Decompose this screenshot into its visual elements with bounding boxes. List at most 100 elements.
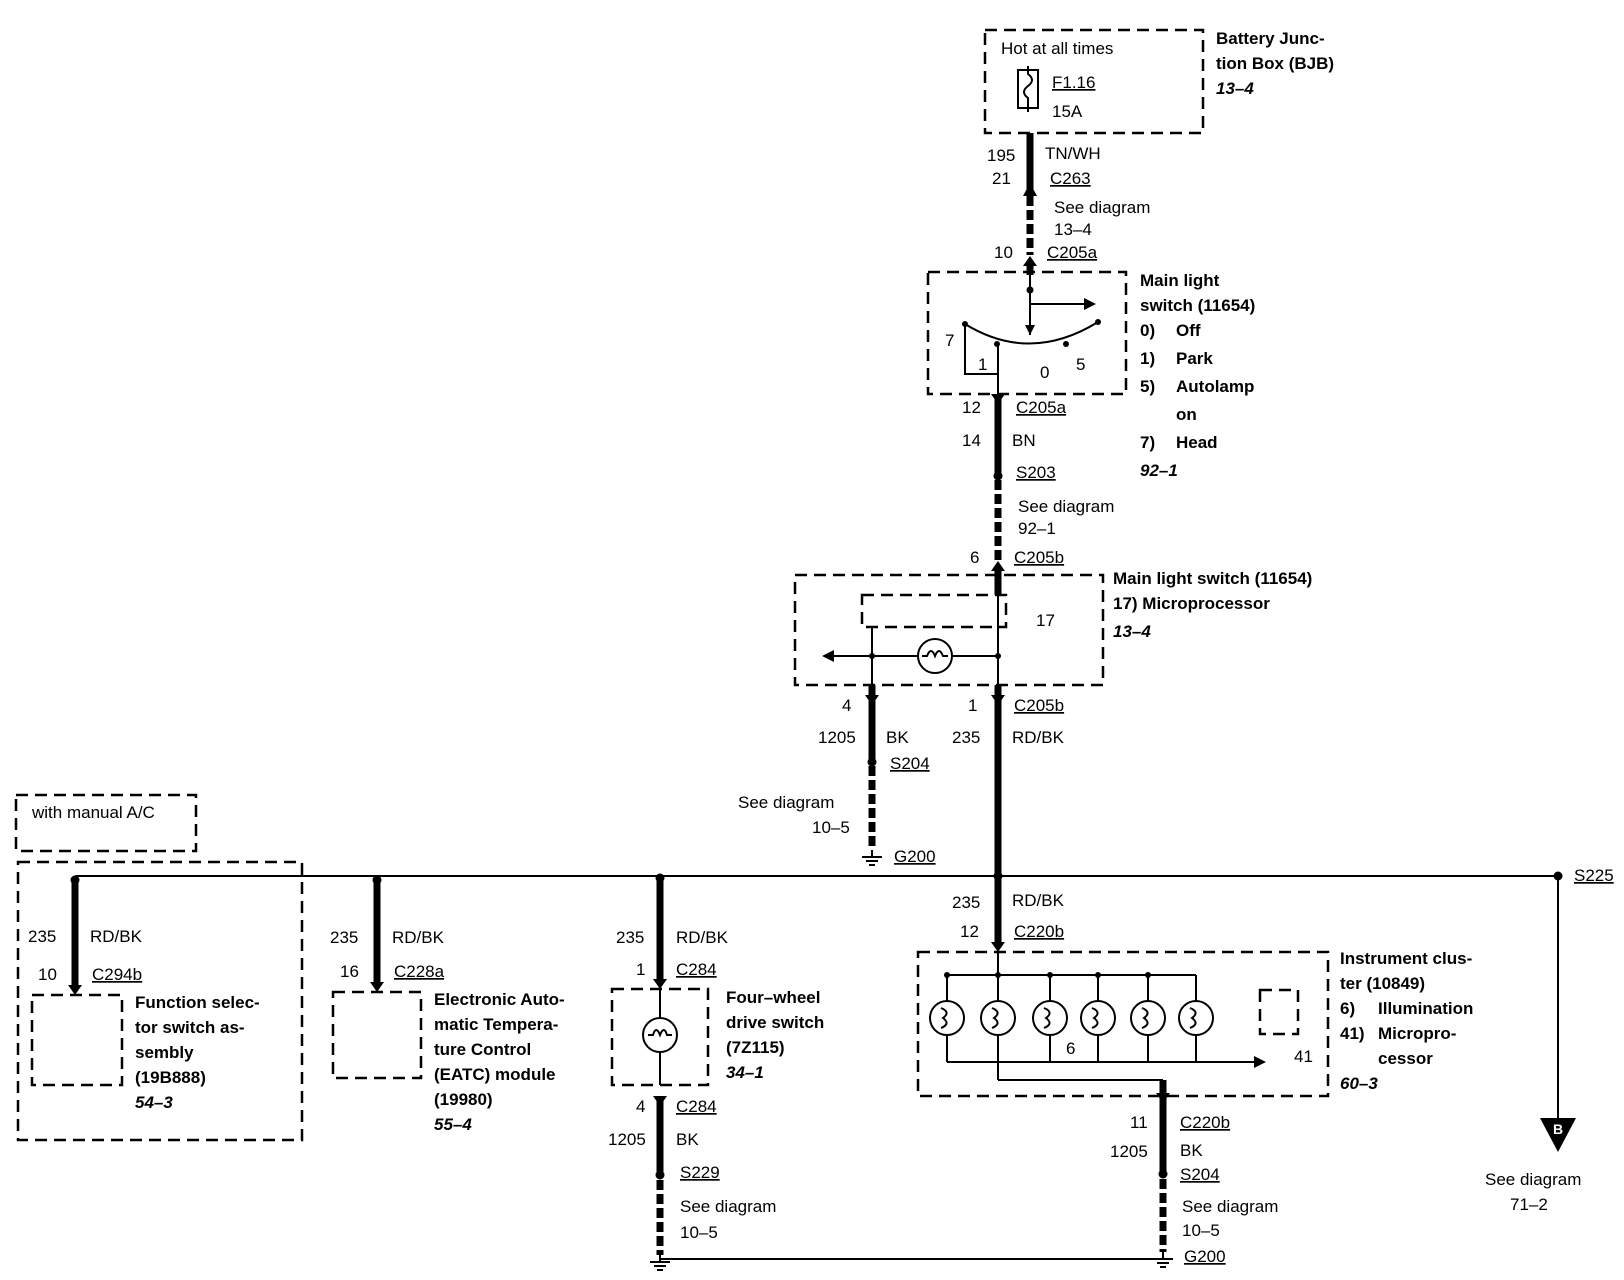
- eatc-t2: matic Tempera-: [434, 1015, 558, 1034]
- fwd-t2: drive switch: [726, 1013, 824, 1032]
- battery-junction-box: Hot at all times F1.16 15A Battery Junc-…: [983, 28, 1334, 135]
- splice-s229-dot: [655, 1170, 665, 1180]
- ic-lamp-3: [1032, 972, 1068, 1062]
- mls-n5: 5: [1076, 355, 1085, 374]
- mls-arc: [964, 321, 1099, 345]
- micro-left-arrow-icon: [822, 650, 834, 662]
- ic-lamp-6: [1178, 975, 1214, 1062]
- fwd-color2: BK: [676, 1130, 699, 1149]
- ic-splice: S204: [1180, 1165, 1220, 1184]
- ic-lamp-4: [1080, 972, 1116, 1062]
- fss-t1: Function selec-: [135, 993, 260, 1012]
- s225-see2: 71–2: [1510, 1195, 1548, 1214]
- mls-n0: 0: [1040, 363, 1049, 382]
- fwd-splice: S229: [680, 1163, 720, 1182]
- eatc-ref: 55–4: [434, 1115, 472, 1134]
- eatc-t1: Electronic Auto-: [434, 990, 565, 1009]
- fss-module-box: [30, 993, 124, 1087]
- ic-circuit: 235: [952, 893, 980, 912]
- s225-see1: See diagram: [1485, 1170, 1581, 1189]
- ic-color2: BK: [1180, 1141, 1203, 1160]
- w2-color: BN: [1012, 431, 1036, 450]
- ic-right-arrow-icon: [1254, 1056, 1266, 1068]
- connector-c205b-pin4-icon: [865, 695, 879, 705]
- function-selector-switch: 235 RD/BK 10 C294b Function selec- tor s…: [16, 860, 304, 1142]
- bjb-hot-label: Hot at all times: [1001, 39, 1113, 58]
- ic-i6: Illumination: [1378, 999, 1473, 1018]
- fwd-conn2: C284: [676, 1097, 717, 1116]
- mls-title-1: Main light: [1140, 271, 1220, 290]
- mls-pos5: Autolamp: [1176, 377, 1254, 396]
- ic-circ2: 1205: [1110, 1142, 1148, 1161]
- fss-t2: tor switch as-: [135, 1018, 245, 1037]
- mls-pos0: Off: [1176, 321, 1201, 340]
- fwd-connector-icon: [653, 979, 667, 989]
- ground-fwd-icon: [650, 1255, 670, 1271]
- eatc-module: 235 RD/BK 16 C228a Electronic Auto- mati…: [330, 875, 565, 1134]
- s225-off-page-arrow-icon: [1540, 1118, 1576, 1152]
- ground-g200-icon: [862, 850, 882, 866]
- ic-lamp-6-icon: [1178, 1000, 1214, 1036]
- mls-n1: 1: [978, 355, 987, 374]
- fwd-see2: 10–5: [680, 1223, 718, 1242]
- mls-ref: 92–1: [1140, 461, 1178, 480]
- microprocessor-module: 17 Main light switch (11654) 17) Micropr…: [793, 569, 1312, 695]
- ground-g200b-icon: [1153, 1252, 1173, 1268]
- splice-s204b-dot: [1158, 1169, 1168, 1179]
- ic-conn: C220b: [1014, 922, 1064, 941]
- c205b-top-pin: 6: [970, 548, 979, 567]
- w1-pin: 21: [992, 169, 1011, 188]
- mls-outline: [926, 270, 1128, 396]
- micro-inner-box: [860, 593, 1008, 629]
- ic-connector2-icon: [1156, 1093, 1170, 1103]
- fss-pin: 10: [38, 965, 57, 984]
- main-light-switch: 7 1 0 5 Main light switch (11654) 0) Off…: [926, 270, 1255, 480]
- w1-color: TN/WH: [1045, 144, 1101, 163]
- see3-line1: See diagram: [738, 793, 834, 812]
- fwd-lamp-filament: [648, 1029, 672, 1038]
- ic-i41-n: 41): [1340, 1024, 1365, 1043]
- fss-ref: 54–3: [135, 1093, 173, 1112]
- see1-line1: See diagram: [1054, 198, 1150, 217]
- connector-c205b-in-icon: [991, 561, 1005, 571]
- fwd-circ2: 1205: [608, 1130, 646, 1149]
- ic-see2: 10–5: [1182, 1221, 1220, 1240]
- fwd-see1: See diagram: [680, 1197, 776, 1216]
- fwd-pin2: 4: [636, 1097, 645, 1116]
- ic-i41b: cessor: [1378, 1049, 1433, 1068]
- fss-connector-icon: [68, 985, 82, 995]
- w2-conn: C205a: [1016, 398, 1067, 417]
- mls-dot-5: [1063, 341, 1069, 347]
- mls-pos7: Head: [1176, 433, 1218, 452]
- micro-n17: 17: [1036, 611, 1055, 630]
- ic-see1: See diagram: [1182, 1197, 1278, 1216]
- connector-c205a-icon: [1023, 256, 1037, 266]
- w3-pin-r: 1: [968, 696, 977, 715]
- ic-t1: Instrument clus-: [1340, 949, 1472, 968]
- c205a-top-conn: C205a: [1047, 243, 1098, 262]
- w3-pin-l: 4: [842, 696, 851, 715]
- micro-outline: [793, 573, 1105, 687]
- w3-conn: C205b: [1014, 696, 1064, 715]
- connector-c205b-pin1-icon: [991, 695, 1005, 705]
- w3-circ-r: 235: [952, 728, 980, 747]
- ic-lamp-5: [1130, 972, 1166, 1062]
- see2-line2: 92–1: [1018, 519, 1056, 538]
- w3-splice: S204: [890, 754, 930, 773]
- mls-pos5-n: 5): [1140, 377, 1155, 396]
- ic-lamp-1-icon: [929, 1000, 965, 1036]
- ic-i6-n: 6): [1340, 999, 1355, 1018]
- mls-link: [964, 324, 998, 375]
- micro-ref: 13–4: [1113, 622, 1151, 641]
- four-wheel-drive-switch: 235 RD/BK 1 C284 Four–wheel drive switch…: [608, 873, 824, 1255]
- instrument-cluster: 6 41 235 RD/BK 12 C220b Instrument clus-…: [916, 876, 1473, 1098]
- mls-title-2: switch (11654): [1140, 296, 1255, 315]
- see2-line1: See diagram: [1018, 497, 1114, 516]
- see1-line2: 13–4: [1054, 220, 1092, 239]
- ic-lamp-2-icon: [980, 1000, 1016, 1036]
- ic-n41: 41: [1294, 1047, 1313, 1066]
- eatc-conn: C228a: [394, 962, 445, 981]
- splice-s203-dot: [993, 471, 1003, 481]
- eatc-connector-icon: [370, 982, 384, 992]
